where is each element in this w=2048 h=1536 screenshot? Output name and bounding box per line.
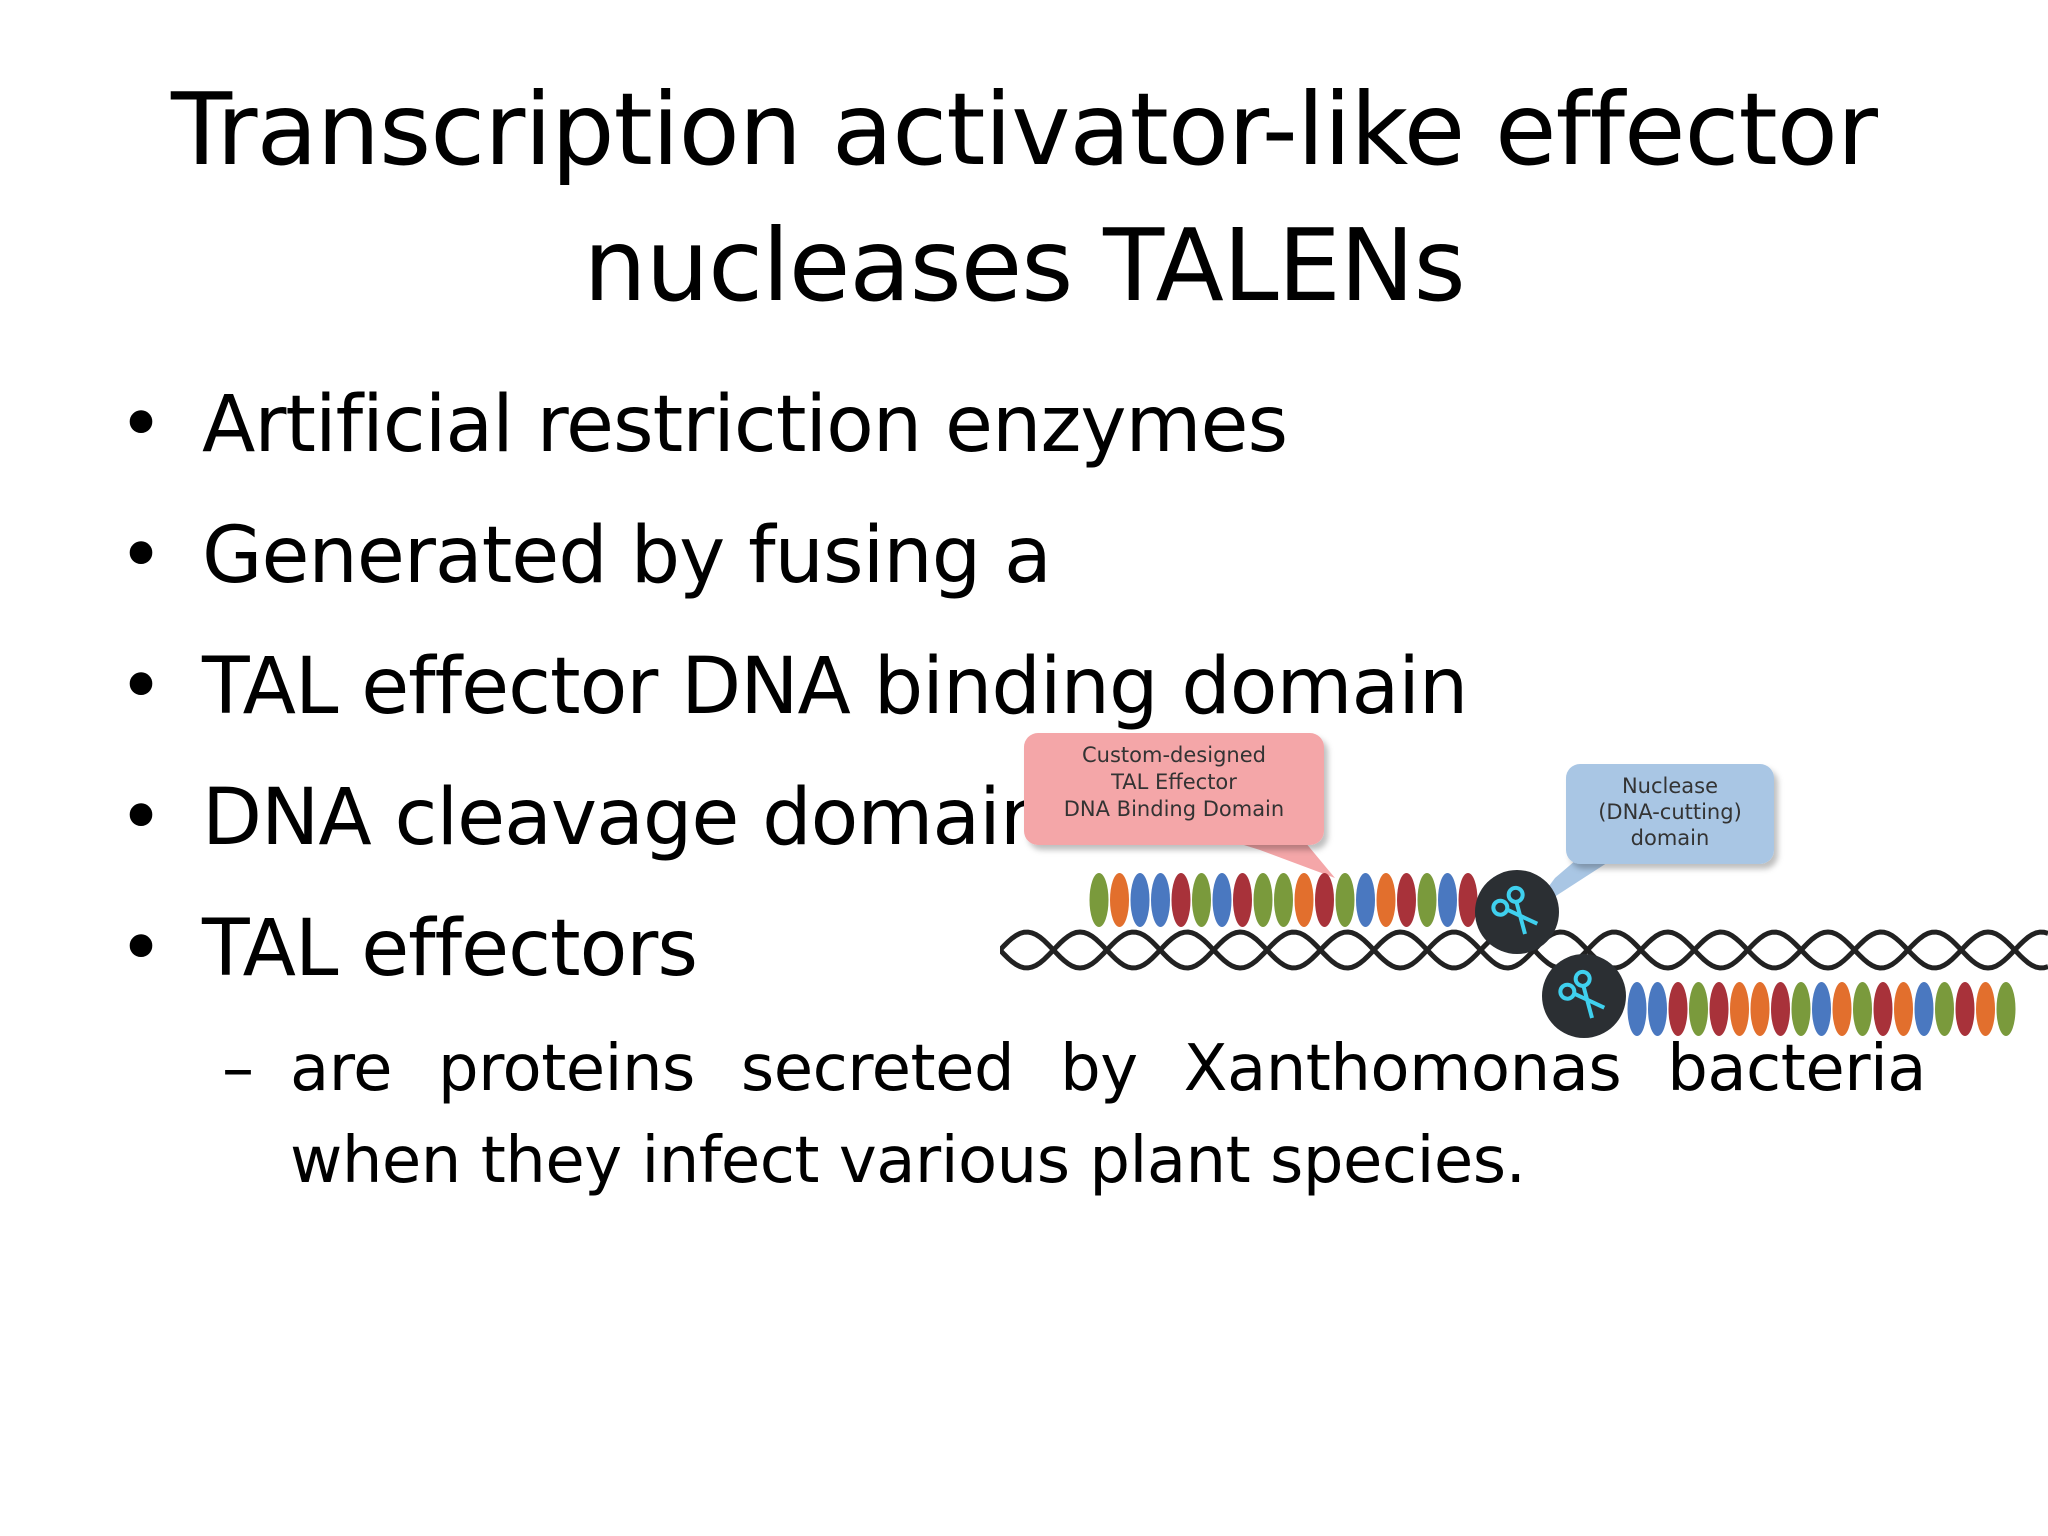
tal-repeat-unit bbox=[1689, 982, 1708, 1036]
tal-repeat-unit bbox=[1089, 873, 1109, 927]
tal-repeat-unit bbox=[1996, 982, 2016, 1036]
tal-repeat-unit bbox=[1873, 982, 1893, 1036]
tal-repeat-unit bbox=[1315, 873, 1334, 927]
tal-repeat-unit bbox=[1730, 982, 1749, 1036]
sub-bullet-line-1: are proteins secreted by Xanthomonas bac… bbox=[290, 1023, 1926, 1115]
tal-repeat-unit bbox=[1253, 873, 1273, 927]
tal-repeat-unit bbox=[1668, 982, 1688, 1036]
tal-repeat-unit bbox=[1130, 873, 1150, 927]
tal-repeat-unit bbox=[1274, 873, 1293, 927]
tal-repeat-unit bbox=[1894, 982, 1913, 1036]
tal-repeat-unit bbox=[1171, 873, 1191, 927]
bullet-dot: • bbox=[118, 642, 164, 732]
sub-bullet-word: secreted bbox=[740, 1032, 1015, 1106]
binding-callout-pointer bbox=[1215, 836, 1335, 878]
tal-repeat-unit bbox=[1233, 873, 1252, 927]
tal-repeat-unit bbox=[1750, 982, 1770, 1036]
tal-repeat-unit bbox=[1955, 982, 1975, 1036]
sub-bullet-word: bacteria bbox=[1667, 1032, 1926, 1106]
tal-repeat-unit bbox=[1914, 982, 1934, 1036]
bullet-item: • TAL effectors bbox=[118, 899, 698, 999]
bullet-dot: • bbox=[118, 773, 164, 863]
nuclease-label-line: (DNA-cutting) bbox=[1598, 800, 1742, 824]
sub-bullet-word: by bbox=[1060, 1032, 1138, 1106]
tal-repeats-top bbox=[1089, 873, 1478, 927]
nuclease-circle bbox=[1475, 870, 1559, 954]
sub-bullet-text: are proteins secreted by Xanthomonas bac… bbox=[290, 1023, 1926, 1207]
tal-repeat-unit bbox=[1356, 873, 1375, 927]
tal-repeat-unit bbox=[1627, 982, 1647, 1036]
nuclease-label-line: Nuclease bbox=[1622, 774, 1718, 798]
bullet-item: • Artificial restriction enzymes bbox=[118, 375, 1288, 475]
scissors-icon bbox=[1558, 969, 1606, 1019]
title-line-1: Transcription activator-like effector bbox=[170, 71, 1878, 188]
tal-repeat-unit bbox=[1192, 873, 1211, 927]
tal-repeat-unit bbox=[1935, 982, 1954, 1036]
sub-bullet-word: proteins bbox=[438, 1032, 695, 1106]
sub-bullet-dash: – bbox=[222, 1032, 254, 1106]
tal-repeat-unit bbox=[1458, 873, 1478, 927]
title-line-2: nucleases TALENs bbox=[583, 207, 1465, 324]
tal-repeat-unit bbox=[1397, 873, 1416, 927]
tal-repeat-unit bbox=[1853, 982, 1872, 1036]
tal-repeat-unit bbox=[1151, 873, 1170, 927]
binding-label-line: TAL Effector bbox=[1110, 770, 1237, 794]
tal-repeat-unit bbox=[1438, 873, 1457, 927]
nuclease-domain-label-box bbox=[1566, 764, 1774, 864]
tal-repeat-unit bbox=[1212, 873, 1232, 927]
sub-bullet-word: are bbox=[290, 1032, 393, 1106]
nuclease-top bbox=[1475, 870, 1559, 954]
talen-diagram-svg: Custom-designed TAL Effector DNA Binding… bbox=[1000, 733, 2048, 1038]
tal-repeat-unit bbox=[1376, 873, 1396, 927]
tal-repeat-unit bbox=[1417, 873, 1437, 927]
binding-label-line: DNA Binding Domain bbox=[1064, 797, 1284, 821]
bullet-item: • DNA cleavage domain bbox=[118, 768, 1049, 868]
sub-bullet-line-2: when they infect various plant species. bbox=[290, 1124, 1526, 1198]
nuclease-bottom bbox=[1542, 954, 1626, 1038]
bullet-dot: • bbox=[118, 380, 164, 470]
bullet-text: TAL effectors bbox=[202, 904, 698, 994]
sub-bullet-word: Xanthomonas bbox=[1183, 1032, 1622, 1106]
tal-repeat-unit bbox=[1709, 982, 1729, 1036]
talen-diagram: Custom-designed TAL Effector DNA Binding… bbox=[1000, 718, 2048, 1063]
tal-repeat-unit bbox=[1335, 873, 1355, 927]
slide-title: Transcription activator-like effector nu… bbox=[0, 62, 2048, 334]
nuclease-label-line: domain bbox=[1631, 826, 1710, 850]
bullet-item: • Generated by fusing a bbox=[118, 506, 1052, 606]
bullet-text: Generated by fusing a bbox=[202, 511, 1052, 601]
bullet-dot: • bbox=[118, 511, 164, 601]
bullet-text: TAL effector DNA binding domain bbox=[202, 642, 1468, 732]
bullet-text: Artificial restriction enzymes bbox=[202, 380, 1288, 470]
tal-repeat-unit bbox=[1976, 982, 1995, 1036]
tal-repeat-unit bbox=[1791, 982, 1811, 1036]
tal-repeat-unit bbox=[1110, 873, 1129, 927]
tal-repeats-bottom bbox=[1627, 982, 2016, 1036]
scissors-icon bbox=[1491, 885, 1539, 935]
dna-strand bbox=[1000, 929, 2048, 971]
binding-domain-label-box bbox=[1024, 733, 1324, 845]
tal-repeat-unit bbox=[1771, 982, 1790, 1036]
nuclease-circle bbox=[1542, 954, 1626, 1038]
tal-repeat-unit bbox=[1832, 982, 1852, 1036]
bullet-text: DNA cleavage domain bbox=[202, 773, 1049, 863]
tal-repeat-unit bbox=[1648, 982, 1667, 1036]
binding-label-line: Custom-designed bbox=[1082, 743, 1266, 767]
tal-repeat-unit bbox=[1812, 982, 1831, 1036]
tal-repeat-unit bbox=[1294, 873, 1314, 927]
bullet-item: • TAL effector DNA binding domain bbox=[118, 637, 1468, 737]
bullet-dot: • bbox=[118, 904, 164, 994]
